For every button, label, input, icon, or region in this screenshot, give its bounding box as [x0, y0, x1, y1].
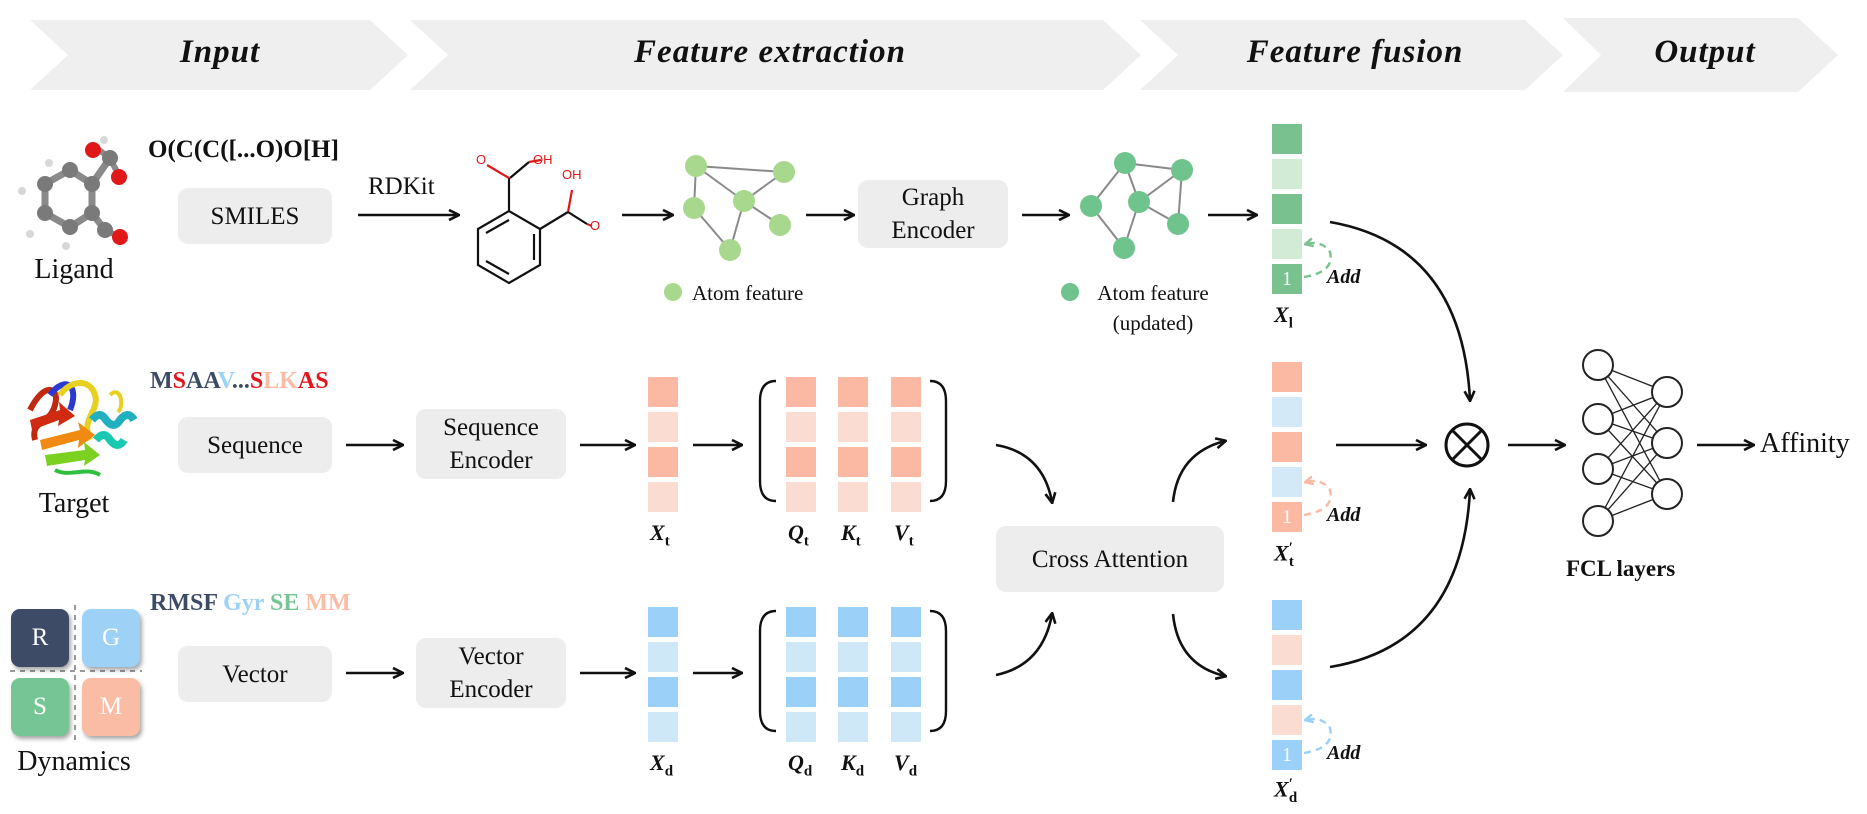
- molecule-oh-top: OH: [533, 152, 553, 167]
- stage-header-feature-extraction: Feature extraction: [634, 34, 906, 70]
- ligand-label: Ligand: [34, 254, 114, 285]
- protein-structure-icon: [27, 380, 138, 477]
- vd-label: Vd: [894, 750, 918, 780]
- dynamics-add-one: 1: [1282, 743, 1292, 766]
- tile-mm: M: [82, 678, 140, 736]
- add-hook-target: [1304, 481, 1332, 517]
- graph-encoder-box: Graph Encoder: [858, 180, 1008, 248]
- fusion-operator: [1444, 422, 1490, 468]
- xl-label: Xl: [1274, 302, 1293, 332]
- target-sequence-string: MSAAV...SLKAS: [150, 368, 329, 394]
- atom-graph: [683, 155, 795, 261]
- fcl-layers-label: FCL layers: [1566, 556, 1676, 581]
- fcl-network: [1582, 349, 1683, 537]
- graph-encoder-line1: Graph: [901, 184, 965, 211]
- molecule-oh-right: OH: [562, 167, 582, 182]
- stage-header-feature-fusion: Feature fusion: [1246, 34, 1464, 70]
- tile-se: S: [11, 678, 69, 736]
- tile-gyr: G: [82, 609, 140, 667]
- dynamics-vector-xd: [648, 607, 678, 742]
- sequence-encoder-box: Sequence Encoder: [416, 409, 566, 479]
- atom-feature-updated-legend-dot: [1061, 283, 1079, 301]
- stage-band-fusion: [1140, 20, 1563, 90]
- xt-prime-label: X′t: [1274, 540, 1294, 570]
- target-vector-xt: [648, 377, 678, 512]
- target-add-label: Add: [1327, 504, 1361, 526]
- stage-band-output: [1563, 18, 1838, 92]
- atom-feature-updated-label: Atom feature (updated): [1088, 278, 1218, 338]
- affinity-label: Affinity: [1760, 428, 1850, 459]
- smiles-box: SMILES: [178, 188, 332, 244]
- ligand-vector-xl: [1272, 124, 1302, 294]
- add-hook-dynamics: [1304, 719, 1332, 755]
- target-label: Target: [38, 488, 110, 519]
- sequence-encoder-line2: Encoder: [449, 447, 533, 474]
- atom-feature-label: Atom feature: [692, 281, 804, 305]
- qt-label: Qt: [788, 520, 809, 550]
- target-add-one: 1: [1282, 505, 1292, 528]
- ligand-3d-structure-icon: [18, 136, 128, 250]
- dynamics-add-label: Add: [1327, 742, 1361, 764]
- ligand-add-label: Add: [1327, 266, 1361, 288]
- dynamics-label: Dynamics: [17, 746, 131, 777]
- ligand-smiles-string: O(C(C([...O)O[H]: [148, 136, 339, 163]
- tile-rmsf: R: [11, 609, 69, 667]
- stage-header-output: Output: [1654, 34, 1756, 70]
- vector-encoder-box: Vector Encoder: [416, 638, 566, 708]
- xd-label: Xd: [650, 750, 674, 780]
- sequence-encoder-line1: Sequence: [443, 414, 539, 441]
- stage-header-input: Input: [179, 34, 261, 70]
- vector-encoder-line2: Encoder: [449, 676, 533, 703]
- molecule-o-left: O: [476, 152, 487, 167]
- vector-encoder-line1: Vector: [458, 643, 524, 670]
- molecule-o-right: O: [590, 218, 601, 233]
- ligand-add-one: 1: [1282, 267, 1292, 290]
- 2d-molecule-icon: [476, 158, 593, 285]
- atom-feature-legend-dot: [664, 283, 682, 301]
- target-qkv-matrix: [758, 377, 948, 512]
- atom-feature-updated-line2: (updated): [1112, 311, 1194, 335]
- kd-label: Kd: [841, 750, 865, 780]
- qd-label: Qd: [788, 750, 813, 780]
- kt-label: Kt: [841, 520, 861, 550]
- add-hook-ligand: [1304, 243, 1332, 279]
- graph-encoder-line2: Encoder: [891, 217, 975, 244]
- xd-prime-label: X′d: [1274, 776, 1298, 806]
- cross-attention-box: Cross Attention: [996, 526, 1224, 592]
- xt-label: Xt: [650, 520, 670, 550]
- atom-graph-updated: [1080, 152, 1193, 259]
- sequence-box: Sequence: [178, 417, 332, 473]
- dynamics-feature-string: RMSF Gyr SE MM: [150, 590, 351, 616]
- vector-box: Vector: [178, 646, 332, 702]
- atom-feature-updated-line1: Atom feature: [1097, 281, 1209, 305]
- stage-band-extraction: [410, 20, 1141, 90]
- stage-band-input: [30, 20, 408, 90]
- dynamics-qkv-matrix: [758, 607, 948, 742]
- dynamics-vector-xd-prime: [1272, 600, 1302, 770]
- target-vector-xt-prime: [1272, 362, 1302, 532]
- flow-arrows: [346, 215, 1753, 676]
- rdkit-label: RDKit: [368, 173, 435, 200]
- vt-label: Vt: [894, 520, 914, 550]
